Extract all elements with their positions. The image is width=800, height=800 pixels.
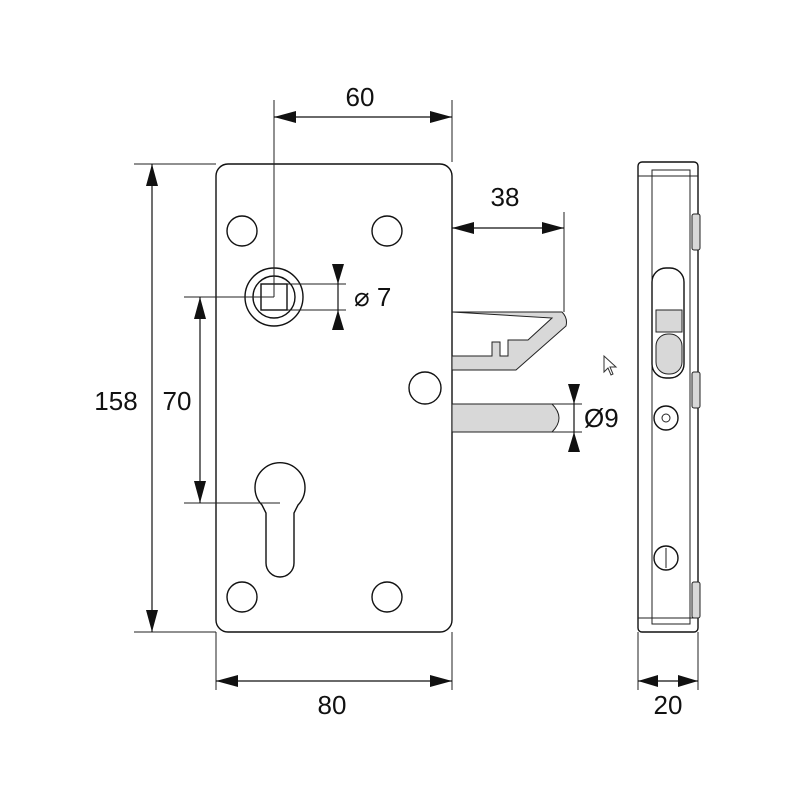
- dimension-height-total: 158: [94, 163, 216, 633]
- dimension-label-square-7: ⌀ 7: [354, 282, 391, 312]
- dimension-label-80: 80: [318, 690, 347, 720]
- dimension-label-70: 70: [163, 386, 192, 416]
- dimension-label-158: 158: [94, 386, 137, 416]
- mounting-hole-bottom-left: [226, 581, 258, 613]
- mouse-pointer-icon: [603, 354, 618, 376]
- mounting-hole-side: [408, 371, 442, 405]
- dimension-label-diameter-9: Ø9: [584, 403, 619, 433]
- dimension-label-38: 38: [491, 182, 520, 212]
- dimension-label-60: 60: [346, 82, 375, 112]
- dimension-depth: 20: [637, 632, 699, 720]
- dimension-label-20: 20: [654, 690, 683, 720]
- lock-plate-front-view: [215, 163, 453, 633]
- side-screw-hole-top: [653, 405, 679, 431]
- dimension-square-spindle: ⌀ 7: [287, 264, 391, 330]
- mounting-hole-top-left: [226, 215, 258, 247]
- dimension-width-top: 60: [273, 82, 453, 297]
- euro-cylinder-cutout: [254, 462, 306, 578]
- dimension-center-distance: 70: [163, 296, 280, 504]
- dimension-pin-diameter: Ø9: [552, 384, 619, 452]
- mounting-hole-bottom-right: [371, 581, 403, 613]
- dead-bolt-pin: [451, 403, 560, 433]
- lock-side-view: [637, 161, 701, 633]
- dimension-bolt-projection: 38: [452, 182, 565, 312]
- mounting-hole-top-right: [371, 215, 403, 247]
- dimension-width-total: 80: [215, 632, 453, 720]
- latch-bolt: [451, 311, 567, 371]
